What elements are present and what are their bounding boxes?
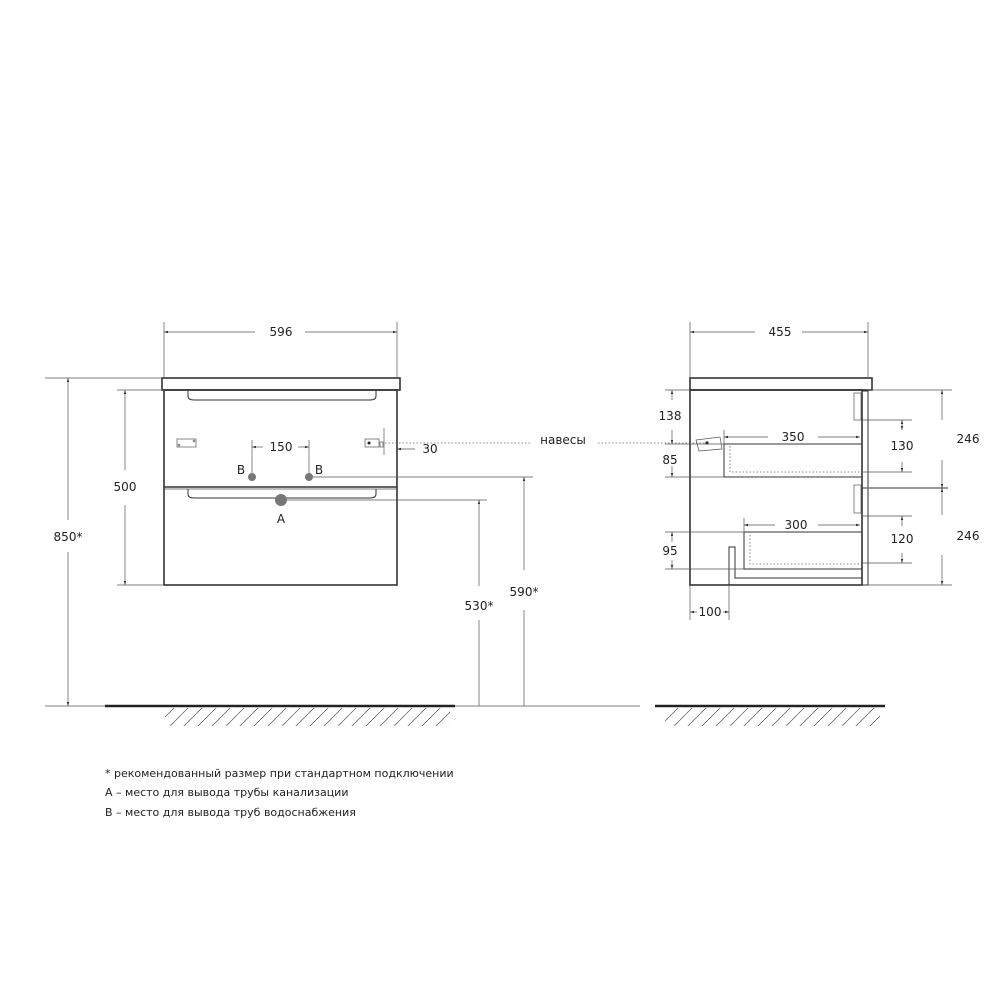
note-drain: A – место для вывода трубы канализации bbox=[105, 786, 348, 799]
side-body bbox=[689, 389, 863, 586]
dim-top-offset: 138 bbox=[659, 409, 682, 423]
supply-label-right: B bbox=[315, 463, 323, 477]
dim-width: 596 bbox=[270, 325, 293, 339]
dim-hinge-offset: 30 bbox=[422, 442, 437, 456]
supply-pipe-right bbox=[305, 473, 313, 481]
drain-label: A bbox=[277, 512, 286, 526]
upper-handle bbox=[187, 391, 377, 401]
drain-pipe bbox=[275, 494, 287, 506]
countertop bbox=[161, 377, 401, 391]
dim-depth: 455 bbox=[769, 325, 792, 339]
dim-pipe-spacing: 150 bbox=[270, 440, 293, 454]
supply-pipe-left bbox=[248, 473, 256, 481]
side-view: 455 138 85 350 300 95 100 130 bbox=[659, 322, 980, 620]
dim-upper-front-inner: 130 bbox=[891, 439, 914, 453]
dim-total-height: 850* bbox=[54, 530, 83, 544]
dim-lower-drawer-depth: 300 bbox=[785, 518, 808, 532]
back-panel bbox=[728, 546, 862, 585]
dim-body-height: 500 bbox=[114, 480, 137, 494]
dim-lower-front-inner: 120 bbox=[891, 532, 914, 546]
dim-lower-front: 246 bbox=[957, 529, 980, 543]
lower-drawer bbox=[743, 531, 862, 570]
dim-drain-height: 530* bbox=[465, 599, 494, 613]
note-recommended: * рекомендованный размер при стандартном… bbox=[105, 767, 454, 780]
floor bbox=[45, 704, 885, 726]
dim-upper-drawer-depth: 350 bbox=[782, 430, 805, 444]
hinge-left bbox=[176, 438, 197, 448]
front-view: B B A 596 500 850* 150 30 590* 53 bbox=[45, 322, 538, 706]
dim-supply-height: 590* bbox=[510, 585, 539, 599]
hinges-label: навесы bbox=[540, 433, 586, 447]
dim-lower-drawer-height: 95 bbox=[662, 544, 677, 558]
dim-upper-drawer-height: 85 bbox=[662, 453, 677, 467]
hinge-right bbox=[364, 438, 380, 448]
dim-upper-front: 246 bbox=[957, 432, 980, 446]
supply-label-left: B bbox=[237, 463, 245, 477]
dim-back-offset: 100 bbox=[699, 605, 722, 619]
upper-drawer bbox=[723, 443, 862, 478]
note-supply: B – место для вывода труб водоснабжения bbox=[105, 806, 356, 819]
side-countertop bbox=[689, 377, 873, 391]
